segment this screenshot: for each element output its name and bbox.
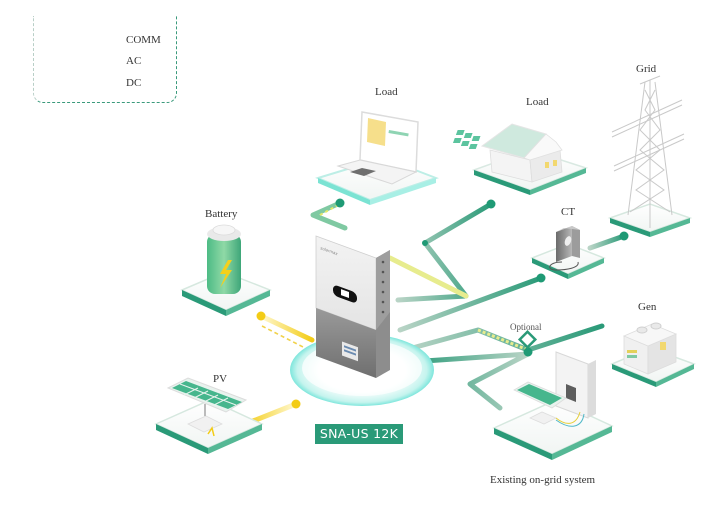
legend-item-comm: COMM: [48, 34, 161, 46]
grid-connector-dot: [619, 231, 629, 241]
ac-line-house: [395, 201, 494, 303]
battery-cell-icon: [207, 234, 241, 294]
ac-line-existing: [407, 351, 531, 411]
ac-line-gen: [402, 323, 605, 353]
pv-array[interactable]: [154, 377, 264, 454]
legend-item-ac: AC: [48, 55, 141, 67]
existing-ongrid-system[interactable]: [492, 351, 614, 460]
laptop-keyboard-icon: [336, 159, 418, 185]
connection-lines: [240, 198, 629, 428]
ac-line-icon: [49, 58, 121, 64]
house-junction-dot: [422, 240, 428, 246]
ongrid-inverter-icon: [555, 351, 589, 419]
label-gen: Gen: [638, 301, 657, 313]
comm-line-gen: [477, 328, 529, 352]
grid-tower[interactable]: [607, 75, 693, 237]
legend-label-comm: COMM: [126, 34, 161, 46]
lightning-icon: [220, 260, 232, 288]
label-battery: Battery: [205, 208, 238, 220]
legend-item-dc: DC: [48, 77, 141, 89]
house-connector-dot: [486, 199, 496, 209]
laptop-load[interactable]: [315, 111, 439, 205]
comm-line-battery: [261, 325, 306, 349]
pv-connector-dot: [291, 399, 301, 409]
ct-connector-dot: [536, 273, 546, 283]
ct-clamp-icon: [556, 226, 572, 262]
optional-diamond-icon: [517, 329, 538, 350]
ac-line-ct-grid: [587, 233, 627, 251]
ac-line-laptop: [310, 200, 348, 231]
legend-label-dc: DC: [126, 77, 142, 89]
battery[interactable]: [180, 224, 272, 316]
legend-label-ac: AC: [126, 55, 142, 67]
inverter[interactable]: solarmax: [290, 235, 434, 406]
label-existing-ongrid: Existing on-grid system: [490, 474, 596, 486]
label-optional: Optional: [510, 322, 542, 332]
label-pv: PV: [213, 373, 228, 385]
dc-line-icon: [49, 80, 121, 86]
label-load-house: Load: [526, 96, 549, 108]
label-ct: CT: [561, 206, 576, 218]
inverter-model-badge: SNA-US 12K: [315, 424, 403, 444]
label-grid: Grid: [636, 63, 657, 75]
pylon-icon: [611, 75, 685, 228]
comm-line-icon: [50, 39, 120, 41]
dc-line-battery: [258, 313, 315, 343]
generator[interactable]: [610, 322, 696, 387]
legend: COMM AC DC: [33, 16, 177, 103]
laptop-connector-dot: [335, 198, 345, 208]
inverter-vent-icon: [342, 341, 358, 362]
house-load[interactable]: [452, 123, 589, 195]
comm-line-house: [387, 255, 469, 299]
battery-connector-dot: [256, 311, 266, 321]
inverter-brand-text: solarmax: [320, 245, 340, 256]
optional-junction-dot: [523, 347, 533, 357]
label-load-laptop: Load: [375, 86, 398, 98]
ac-line-grid: [397, 275, 544, 333]
ct-sensor[interactable]: [530, 226, 606, 279]
